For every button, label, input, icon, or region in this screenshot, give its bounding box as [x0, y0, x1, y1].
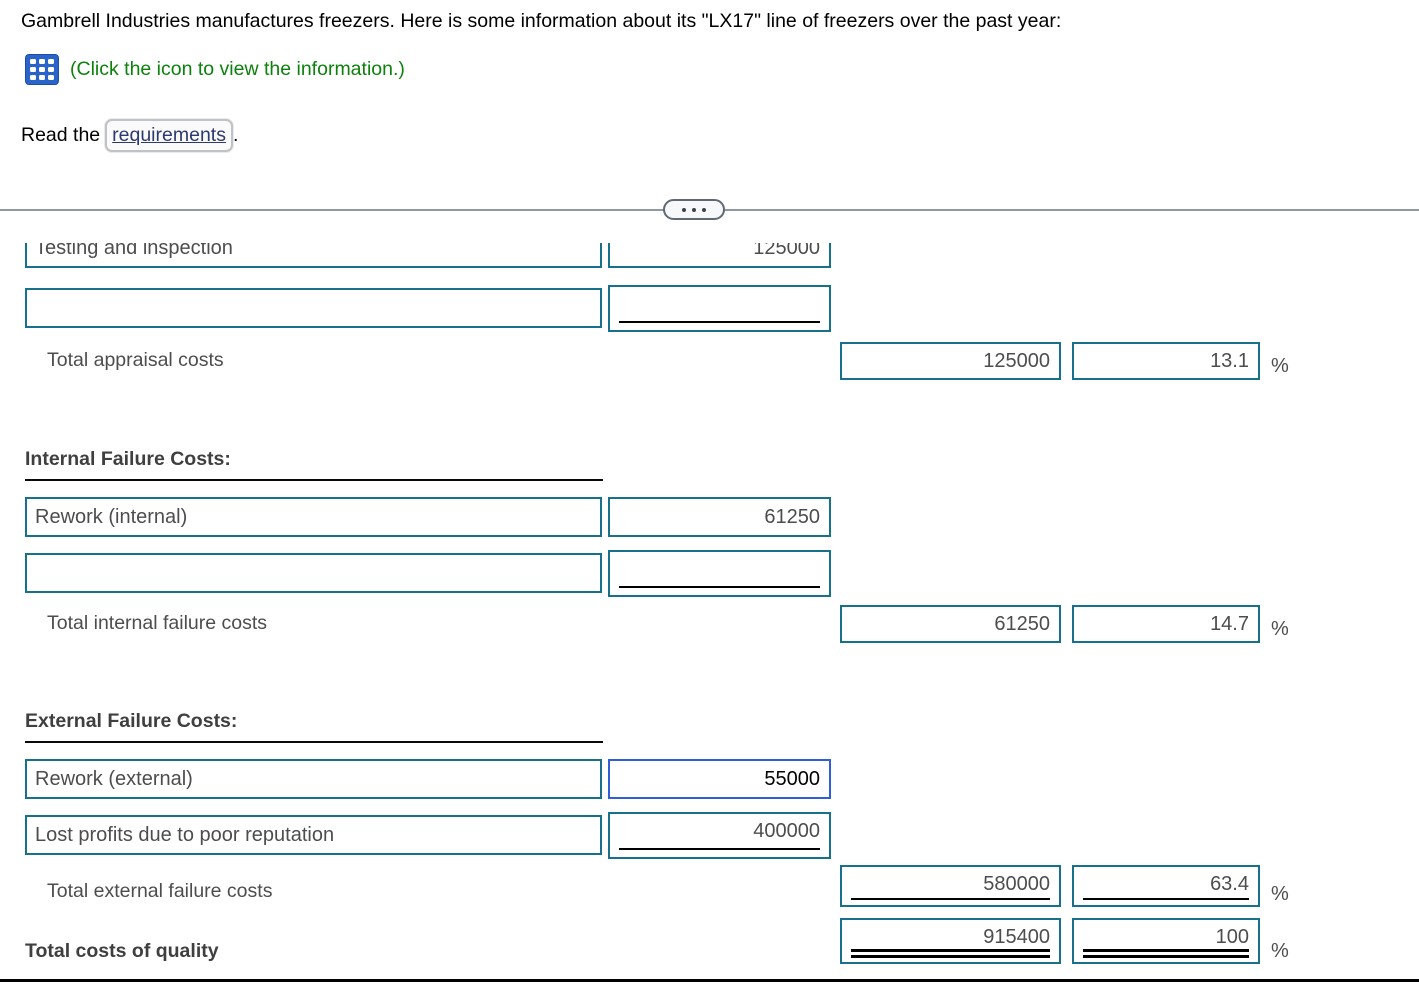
total-appraisal-label: Total appraisal costs — [47, 349, 224, 371]
internal-amount-field[interactable]: 61250 — [608, 497, 831, 537]
total-internal-percent-field[interactable]: 14.7 — [1072, 605, 1260, 643]
question-text: Gambrell Industries manufactures freezer… — [21, 10, 1062, 32]
percent-sign: % — [1271, 883, 1289, 905]
total-internal-amount-field[interactable]: 61250 — [840, 605, 1061, 643]
double-sum-line — [851, 949, 1050, 958]
double-sum-line — [1083, 949, 1249, 958]
grid-cell — [39, 75, 45, 80]
amount-text: 400000 — [753, 820, 820, 842]
sum-line — [851, 898, 1050, 900]
total-appraisal-percent-field[interactable]: 13.1 — [1072, 342, 1260, 380]
total-costs-of-quality-label: Total costs of quality — [25, 940, 219, 962]
dot-icon — [692, 207, 696, 212]
total-internal-label: Total internal failure costs — [47, 612, 268, 634]
dot-icon — [702, 207, 706, 212]
internal-amount-field[interactable] — [608, 550, 831, 597]
info-icon-line: (Click the icon to view the information.… — [25, 54, 405, 85]
grid-cell — [48, 67, 54, 72]
read-suffix: . — [232, 124, 239, 146]
total-external-percent-field[interactable]: 63.4 — [1072, 865, 1260, 907]
grid-cell — [30, 67, 36, 72]
percent-text: 100 — [1215, 926, 1249, 948]
total-appraisal-amount-field[interactable]: 125000 — [840, 342, 1061, 380]
page-bottom-rule — [0, 979, 1419, 982]
total-external-amount-field[interactable]: 580000 — [840, 865, 1061, 907]
grid-cell — [39, 67, 45, 72]
amount-text: 915400 — [983, 926, 1050, 948]
appraisal-amount-field[interactable]: 125000 — [608, 243, 831, 268]
data-table-icon[interactable] — [25, 54, 59, 85]
appraisal-item-field[interactable]: Testing and inspection — [25, 243, 602, 268]
amount-text: 580000 — [983, 873, 1050, 895]
grid-cell — [30, 75, 36, 80]
header-underline — [25, 741, 603, 743]
internal-item-field[interactable]: Rework (internal) — [25, 497, 602, 537]
requirements-focus-box: requirements — [105, 119, 233, 152]
sum-line — [619, 321, 820, 323]
percent-sign: % — [1271, 618, 1289, 640]
grid-cell — [48, 75, 54, 80]
percent-sign: % — [1271, 355, 1289, 377]
external-item-field[interactable]: Lost profits due to poor reputation — [25, 815, 602, 855]
sum-line — [1083, 898, 1249, 900]
grid-cell — [39, 59, 45, 64]
grand-total-amount-field[interactable]: 915400 — [840, 918, 1061, 964]
worksheet-viewport[interactable]: Testing and inspection 125000 Total appr… — [0, 243, 1419, 980]
grid-cell — [48, 59, 54, 64]
dot-icon — [682, 207, 686, 212]
total-external-label: Total external failure costs — [47, 880, 273, 902]
grand-total-percent-field[interactable]: 100 — [1072, 918, 1260, 964]
external-amount-field[interactable]: 400000 — [608, 812, 831, 859]
appraisal-amount-field[interactable] — [608, 285, 831, 332]
read-prefix: Read the — [21, 124, 101, 146]
appraisal-item-field[interactable] — [25, 288, 602, 328]
read-requirements-line: Read the requirements. — [21, 119, 238, 152]
requirements-link[interactable]: requirements — [112, 124, 226, 146]
internal-failure-header: Internal Failure Costs: — [25, 448, 231, 470]
internal-item-field[interactable] — [25, 553, 602, 593]
more-options-button[interactable] — [663, 199, 725, 220]
sum-line — [619, 848, 820, 850]
percent-sign: % — [1271, 940, 1289, 962]
external-item-field[interactable]: Rework (external) — [25, 759, 602, 799]
icon-hint-text: (Click the icon to view the information.… — [70, 58, 405, 80]
sum-line — [619, 586, 820, 588]
external-failure-header: External Failure Costs: — [25, 710, 238, 732]
header-underline — [25, 479, 603, 481]
external-amount-field-focused[interactable]: 55000 — [608, 759, 831, 799]
percent-text: 63.4 — [1210, 873, 1249, 895]
grid-cell — [30, 59, 36, 64]
